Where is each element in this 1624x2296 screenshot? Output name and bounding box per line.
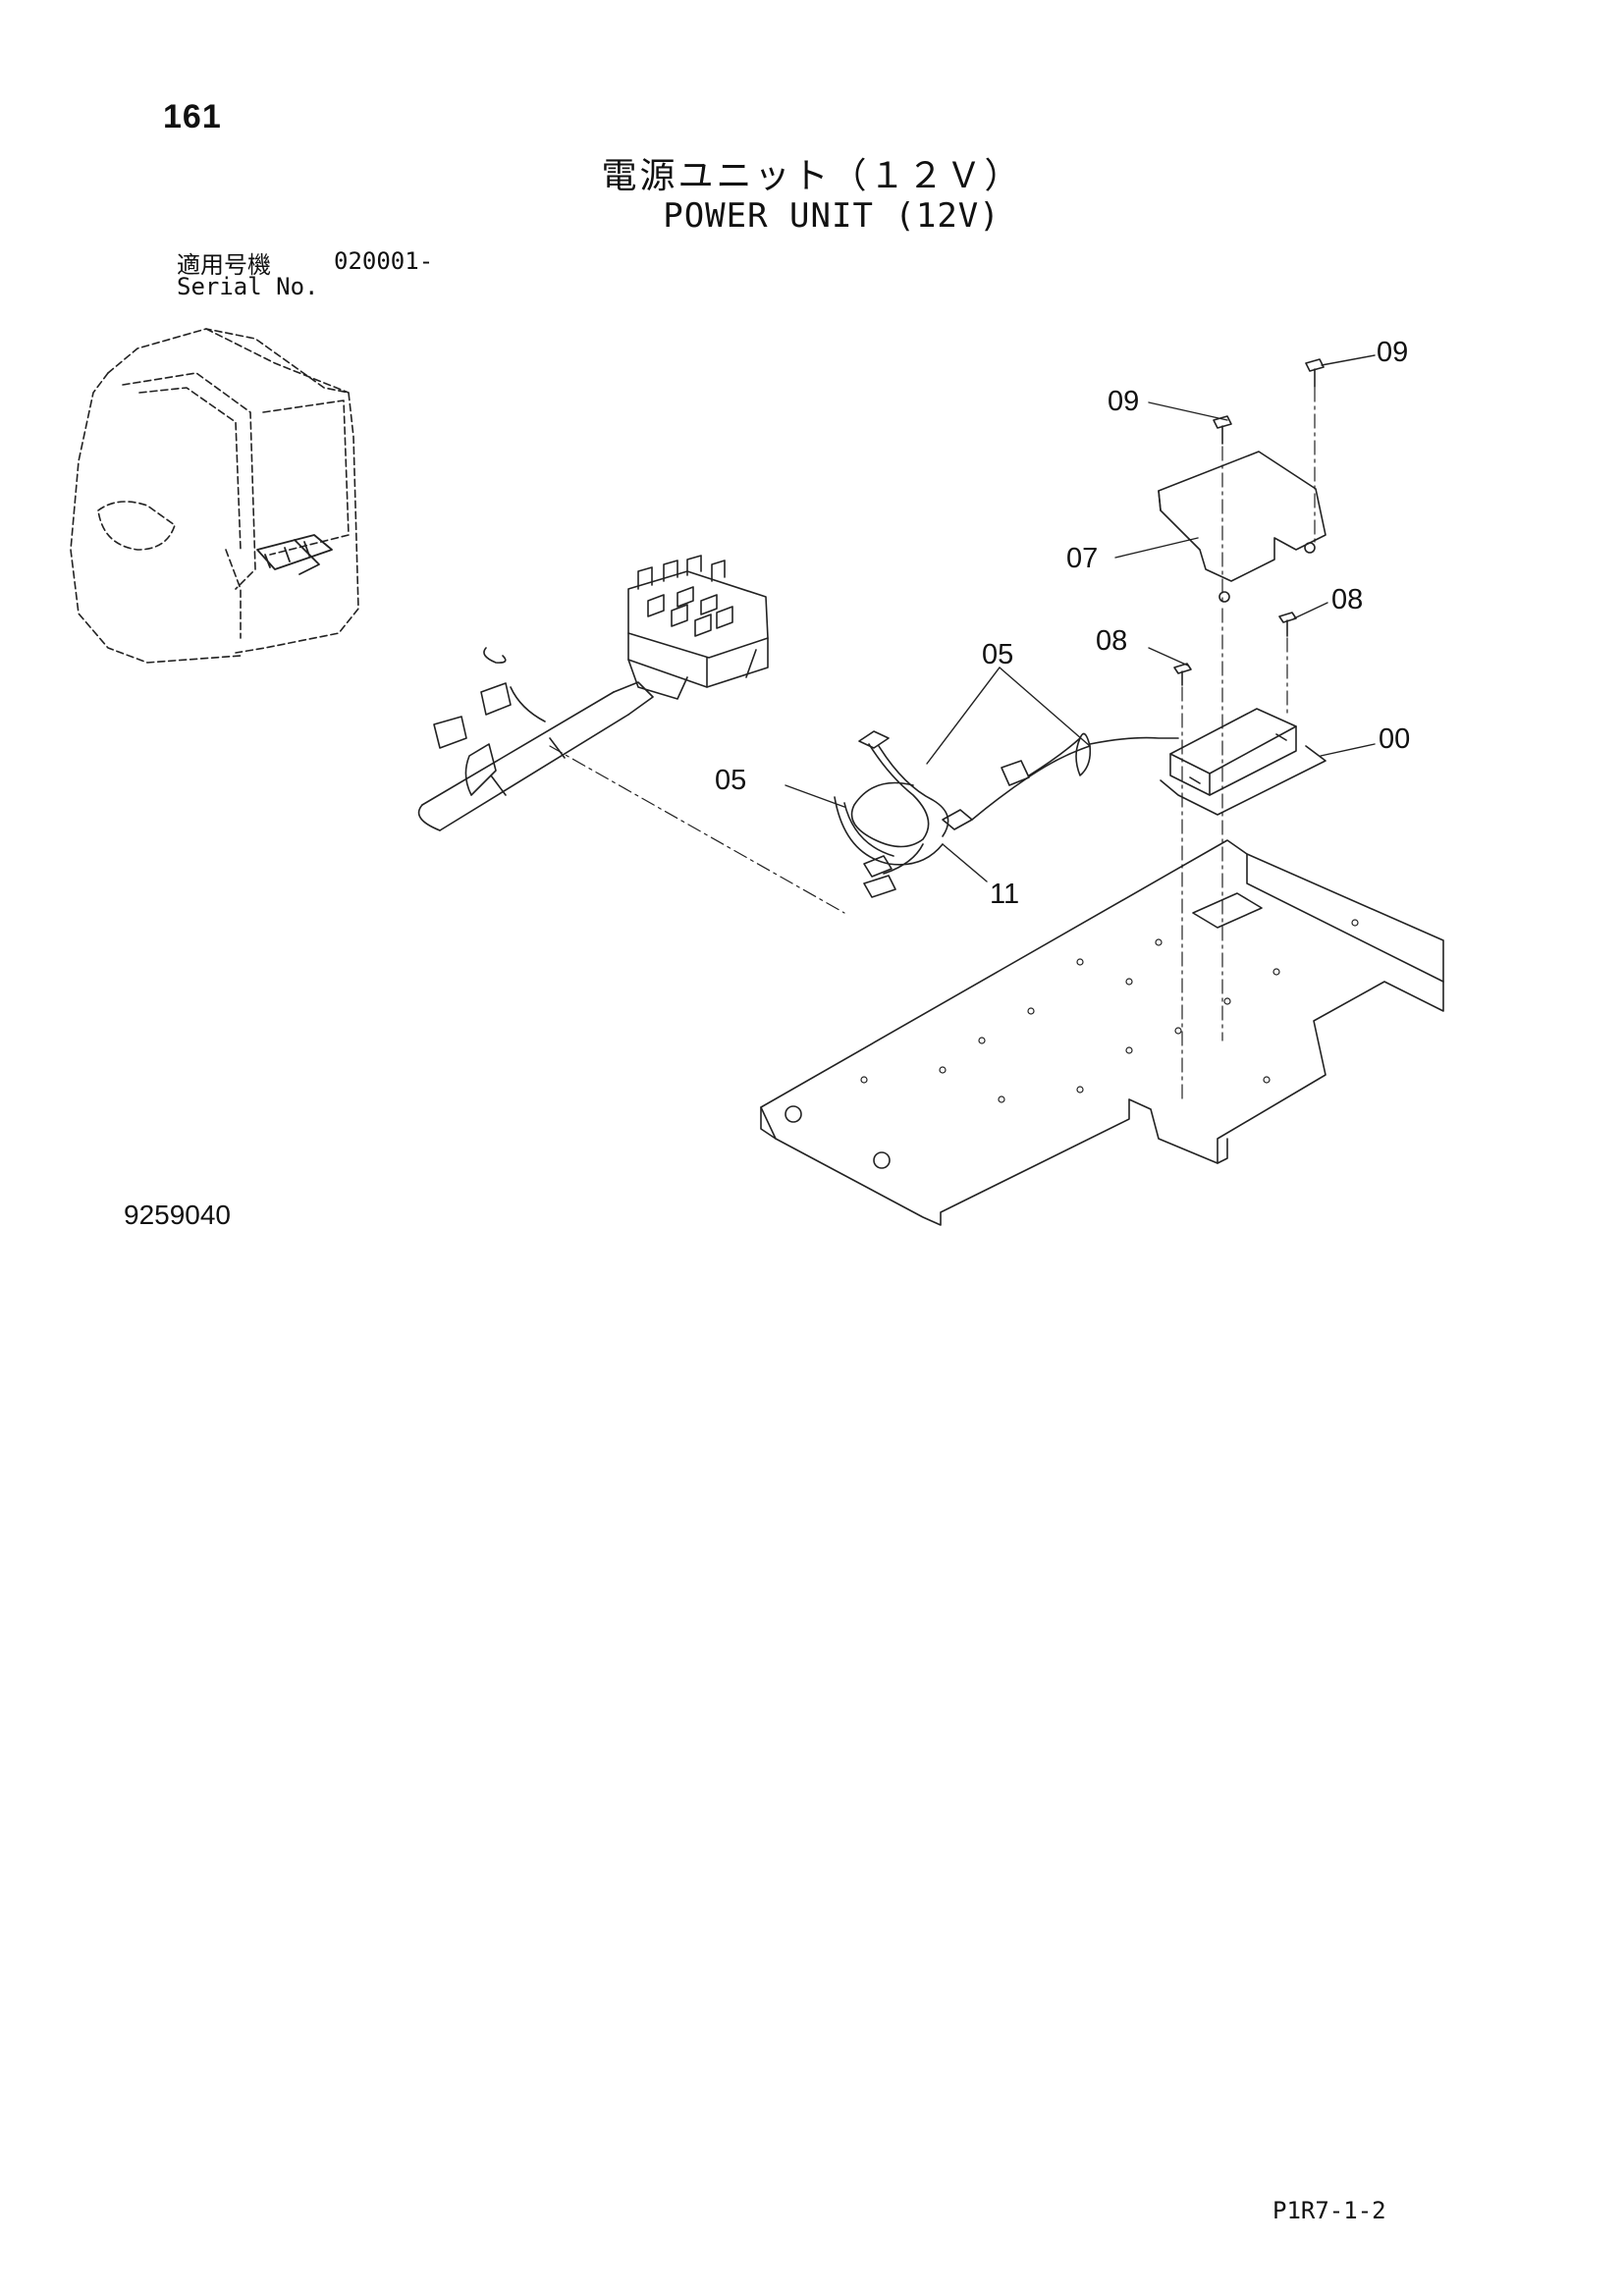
callout-09-top-left: 09 — [1108, 386, 1139, 417]
callout-labels: 09 09 07 08 08 05 05 00 11 — [715, 337, 1410, 910]
main-harness — [417, 647, 654, 831]
bolts — [1173, 358, 1325, 686]
callout-08-left: 08 — [1096, 625, 1127, 657]
callout-08-right: 08 — [1331, 584, 1363, 615]
page-number: 161 — [163, 98, 222, 135]
callout-00: 00 — [1379, 723, 1410, 755]
mounting-plate — [760, 839, 1444, 1226]
serial-label-japanese: 適用号機 — [177, 251, 271, 279]
callout-05-top: 05 — [982, 639, 1013, 670]
cab-power-unit-highlight — [256, 534, 333, 575]
callout-09-top-right: 09 — [1377, 337, 1408, 368]
fuse-box — [627, 555, 769, 700]
cab-location-thumbnail — [70, 328, 359, 664]
sub-harness — [834, 730, 1179, 898]
serial-label-english: Serial No. — [177, 273, 319, 300]
drawing-number: 9259040 — [124, 1200, 232, 1230]
page-title-english: POWER UNIT (12V) — [663, 196, 1001, 236]
callout-11: 11 — [990, 879, 1019, 910]
page-title-japanese: 電源ユニット（１２Ｖ） — [601, 156, 1023, 196]
leader-lines — [785, 354, 1376, 882]
document-reference: P1R7-1-2 — [1272, 2197, 1386, 2224]
assembly-lines — [549, 387, 1316, 1100]
callout-07: 07 — [1066, 543, 1098, 574]
cover-plate — [1158, 451, 1326, 603]
power-unit — [1160, 708, 1326, 816]
callout-05-left: 05 — [715, 765, 746, 796]
serial-range: 020001- — [334, 247, 434, 275]
